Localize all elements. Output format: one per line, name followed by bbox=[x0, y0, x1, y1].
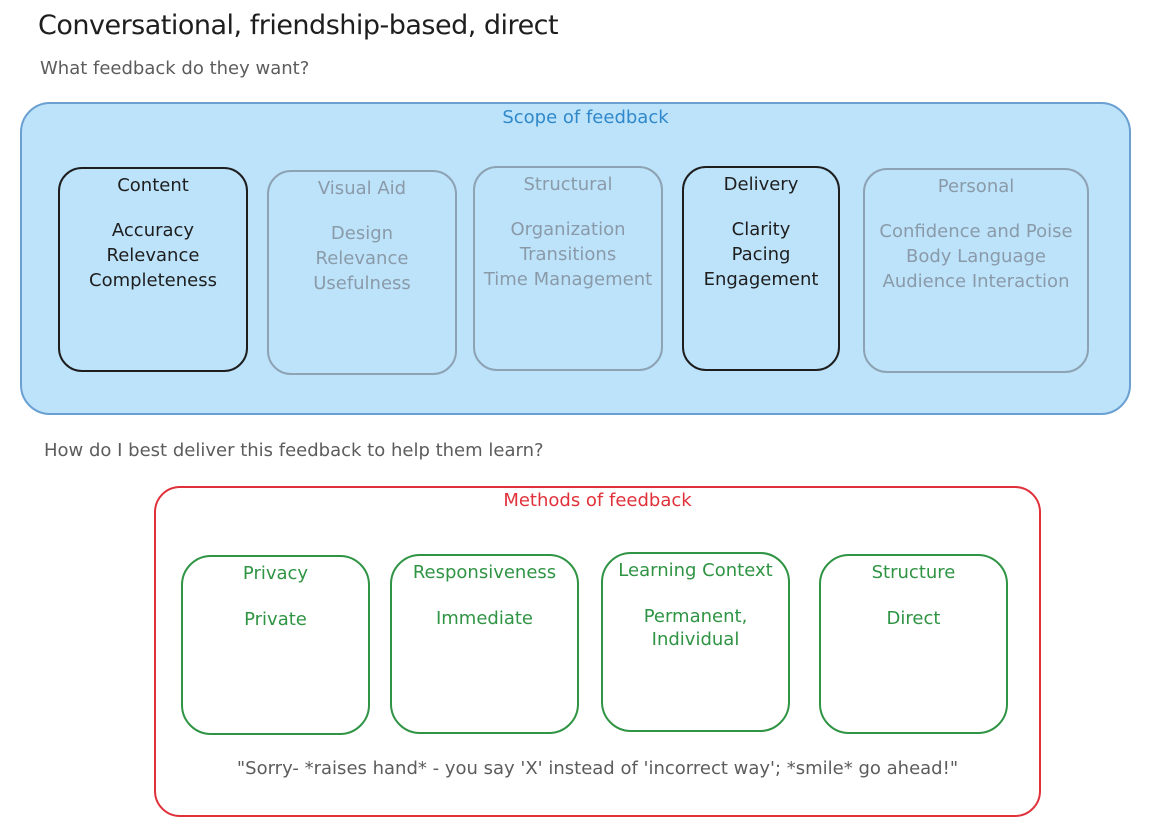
method-card-learning-context[interactable]: Learning Context Permanent, Individual bbox=[601, 552, 790, 732]
card-title: Structure bbox=[871, 562, 956, 583]
card-item: Accuracy bbox=[111, 220, 195, 241]
card-item: Design bbox=[330, 223, 394, 244]
method-card-privacy[interactable]: Privacy Private bbox=[181, 555, 370, 735]
card-item: Individual bbox=[651, 629, 740, 650]
card-items: Permanent, Individual bbox=[603, 605, 788, 651]
card-title: Personal bbox=[937, 176, 1015, 197]
card-item: Immediate bbox=[435, 608, 534, 629]
card-item: Completeness bbox=[89, 270, 217, 291]
card-items: Immediate bbox=[392, 607, 577, 630]
card-item: Body Language bbox=[906, 246, 1046, 267]
card-item: Private bbox=[244, 609, 307, 630]
card-title: Delivery bbox=[723, 174, 799, 195]
card-items: Direct bbox=[821, 607, 1006, 630]
scope-card-personal[interactable]: Personal Confidence and Poise Body Langu… bbox=[863, 168, 1089, 373]
card-items: Clarity Pacing Engagement bbox=[684, 217, 838, 292]
scope-card-delivery[interactable]: Delivery Clarity Pacing Engagement bbox=[682, 166, 840, 371]
card-title: Privacy bbox=[242, 563, 309, 584]
card-item: Transitions bbox=[519, 244, 617, 265]
card-item: Usefulness bbox=[313, 273, 411, 294]
card-items: Private bbox=[183, 608, 368, 631]
scope-of-feedback-frame bbox=[20, 102, 1131, 415]
card-item: Time Management bbox=[483, 269, 653, 290]
page-title: Conversational, friendship-based, direct bbox=[38, 10, 559, 41]
card-item: Organization bbox=[510, 219, 626, 240]
card-item: Direct bbox=[886, 608, 941, 629]
card-items: Confidence and Poise Body Language Audie… bbox=[865, 219, 1087, 294]
card-title: Learning Context bbox=[618, 560, 773, 581]
methods-question: How do I best deliver this feedback to h… bbox=[44, 440, 544, 461]
example-quote: "Sorry- *raises hand* - you say 'X' inst… bbox=[236, 758, 959, 779]
method-card-responsiveness[interactable]: Responsiveness Immediate bbox=[390, 554, 579, 734]
card-title: Structural bbox=[523, 174, 613, 195]
card-title: Content bbox=[117, 175, 189, 196]
scope-card-visual-aid[interactable]: Visual Aid Design Relevance Usefulness bbox=[267, 170, 457, 375]
methods-of-feedback-label: Methods of feedback bbox=[503, 490, 692, 511]
scope-card-structural[interactable]: Structural Organization Transitions Time… bbox=[473, 166, 663, 371]
card-items: Organization Transitions Time Management bbox=[475, 217, 661, 292]
scope-of-feedback-label: Scope of feedback bbox=[502, 107, 669, 128]
card-item: Relevance bbox=[315, 248, 409, 269]
card-item: Audience Interaction bbox=[882, 271, 1070, 292]
card-title: Responsiveness bbox=[412, 562, 557, 583]
card-item: Engagement bbox=[703, 269, 819, 290]
card-item: Pacing bbox=[731, 244, 791, 265]
card-item: Relevance bbox=[106, 245, 200, 266]
method-card-structure[interactable]: Structure Direct bbox=[819, 554, 1008, 734]
card-item: Confidence and Poise bbox=[879, 221, 1073, 242]
card-items: Accuracy Relevance Completeness bbox=[60, 218, 246, 293]
card-title: Visual Aid bbox=[317, 178, 407, 199]
scope-card-content[interactable]: Content Accuracy Relevance Completeness bbox=[58, 167, 248, 372]
methods-of-feedback-frame bbox=[154, 486, 1041, 817]
scope-question: What feedback do they want? bbox=[40, 58, 310, 79]
card-items: Design Relevance Usefulness bbox=[269, 221, 455, 296]
card-item: Permanent, bbox=[643, 606, 748, 627]
card-item: Clarity bbox=[731, 219, 791, 240]
